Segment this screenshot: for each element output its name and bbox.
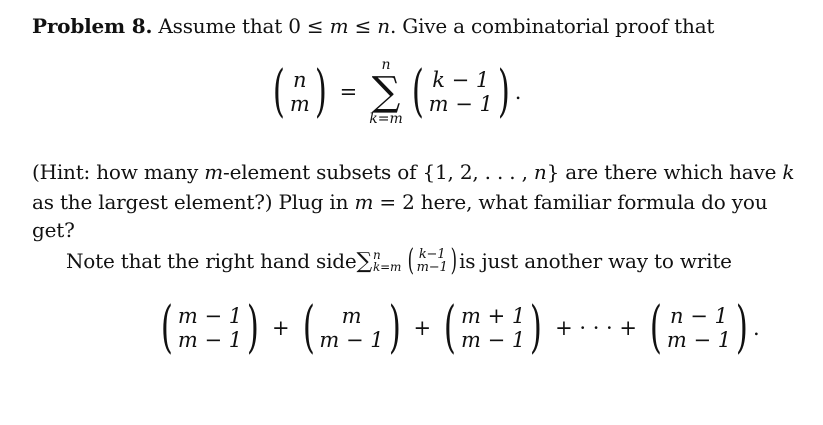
lhs-binomial: ( n m ) (272, 59, 327, 124)
expansion-term-1: ( m − 1 m − 1 ) (160, 295, 260, 360)
inline-binomial: ( k−1 m−1 ) (407, 243, 457, 278)
hint-line-2: as the largest element?) Plug in m = 2 h… (32, 190, 768, 214)
expansion-term-last: ( n − 1 m − 1 ) (649, 295, 749, 360)
expansion-term-3: ( m + 1 m − 1 ) (444, 295, 543, 360)
problem-label: Problem 8. (32, 14, 153, 38)
main-equation: ( n m ) = n ∑ k=m ( k − 1 m − 1 ) . (268, 58, 521, 126)
hint-line-1: (Hint: how many m-element subsets of {1,… (32, 160, 795, 184)
problem-statement: Problem 8. Assume that 0 ≤ m ≤ n. Give a… (32, 14, 715, 38)
expansion-equation: ( m − 1 m − 1 ) + ( m m − 1 ) + ( m + 1 … (156, 300, 760, 356)
hint-line-3: get? (32, 218, 75, 242)
inline-summation: ∑ n k=m (356, 248, 402, 274)
note-line: Note that the right hand side ∑ n k=m ( … (66, 243, 732, 278)
expansion-term-2: ( m m − 1 ) (302, 295, 401, 360)
summation: n ∑ k=m (369, 57, 403, 127)
rhs-binomial: ( k − 1 m − 1 ) (411, 59, 510, 124)
